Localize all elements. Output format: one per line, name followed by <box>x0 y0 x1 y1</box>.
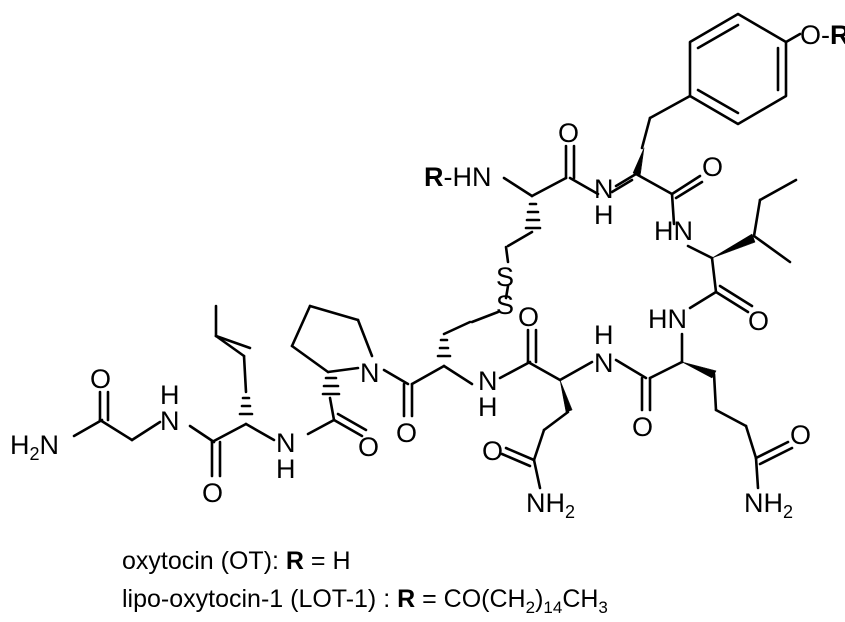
cys1-carbonyl-o: O <box>558 118 579 148</box>
caption-oxytocin-name: oxytocin (OT): <box>122 547 286 575</box>
r-hn-label: R-HN <box>424 162 492 192</box>
leu-n: N <box>276 428 296 458</box>
gln-h: H <box>594 320 614 350</box>
caption-lipo-mid: ) <box>535 585 544 613</box>
h2n-label: H2N <box>10 430 59 464</box>
leucine-residue: N H <box>188 304 296 484</box>
ile-carbonyl-o: O <box>748 306 769 336</box>
cys6-carbonyl-o: O <box>396 418 417 448</box>
cys1-backbone <box>502 144 600 248</box>
leu-h: H <box>276 454 296 484</box>
cys1-amide-h: H <box>594 200 614 230</box>
caption-lipo-end: CH <box>562 585 599 613</box>
caption-lipo-sub1: 2 <box>525 598 536 617</box>
asparagine-residue <box>498 328 594 490</box>
caption-lipo-r: R <box>397 585 416 613</box>
tyr-carbonyl-o: O <box>702 152 723 182</box>
caption-oxytocin-rest: = H <box>303 547 351 575</box>
gly-carbonyl-o: O <box>90 364 111 394</box>
gln-amide-o: O <box>790 420 811 450</box>
caption-oxytocin: oxytocin (OT): R = H <box>122 547 351 576</box>
asn-carbonyl-o: O <box>518 302 539 332</box>
tyrosine-backbone <box>614 147 704 226</box>
gly-h: H <box>160 380 180 410</box>
ile-next-hn: HN <box>648 304 687 334</box>
glycinamide-residue: N H <box>72 380 180 442</box>
o-r-label: O-R <box>800 20 845 50</box>
sulfur-2: S <box>496 290 514 320</box>
caption-lipo-name: lipo-oxytocin-1 (LOT-1) : <box>122 585 398 613</box>
glutamine-residue <box>614 332 794 490</box>
asn-nh2: NH2 <box>526 488 575 522</box>
caption-lipo-sub2: 14 <box>543 598 563 617</box>
gln-nh2: NH2 <box>744 488 793 522</box>
caption-lipo-eq: = CO(CH <box>415 585 526 613</box>
cys6-residue <box>382 320 474 418</box>
sulfur-1: S <box>496 262 514 292</box>
gly-n: N <box>160 406 180 436</box>
caption-lipo-sub3: 3 <box>598 598 608 617</box>
asn-h: H <box>478 392 498 422</box>
ile-hn: HN <box>654 216 693 246</box>
asn-n: N <box>478 366 498 396</box>
proline-ring: N <box>290 304 380 438</box>
gln-carbonyl-o: O <box>632 412 653 442</box>
disulfide-bridge <box>470 245 510 324</box>
tyrosine-phenol-ring <box>640 12 802 150</box>
cys1-amide-n: N <box>594 174 614 204</box>
pro-n: N <box>360 358 380 388</box>
leu-carbonyl-o: O <box>202 478 223 508</box>
caption-lipo-oxytocin: lipo-oxytocin-1 (LOT-1) : R = CO(CH2)14C… <box>122 585 608 617</box>
isoleucine-residue: HN <box>654 178 798 314</box>
asn-amide-o: O <box>482 436 503 466</box>
gln-n: N <box>594 348 614 378</box>
caption-oxytocin-r: R <box>285 547 304 575</box>
pro-carbonyl-o: O <box>358 432 379 462</box>
